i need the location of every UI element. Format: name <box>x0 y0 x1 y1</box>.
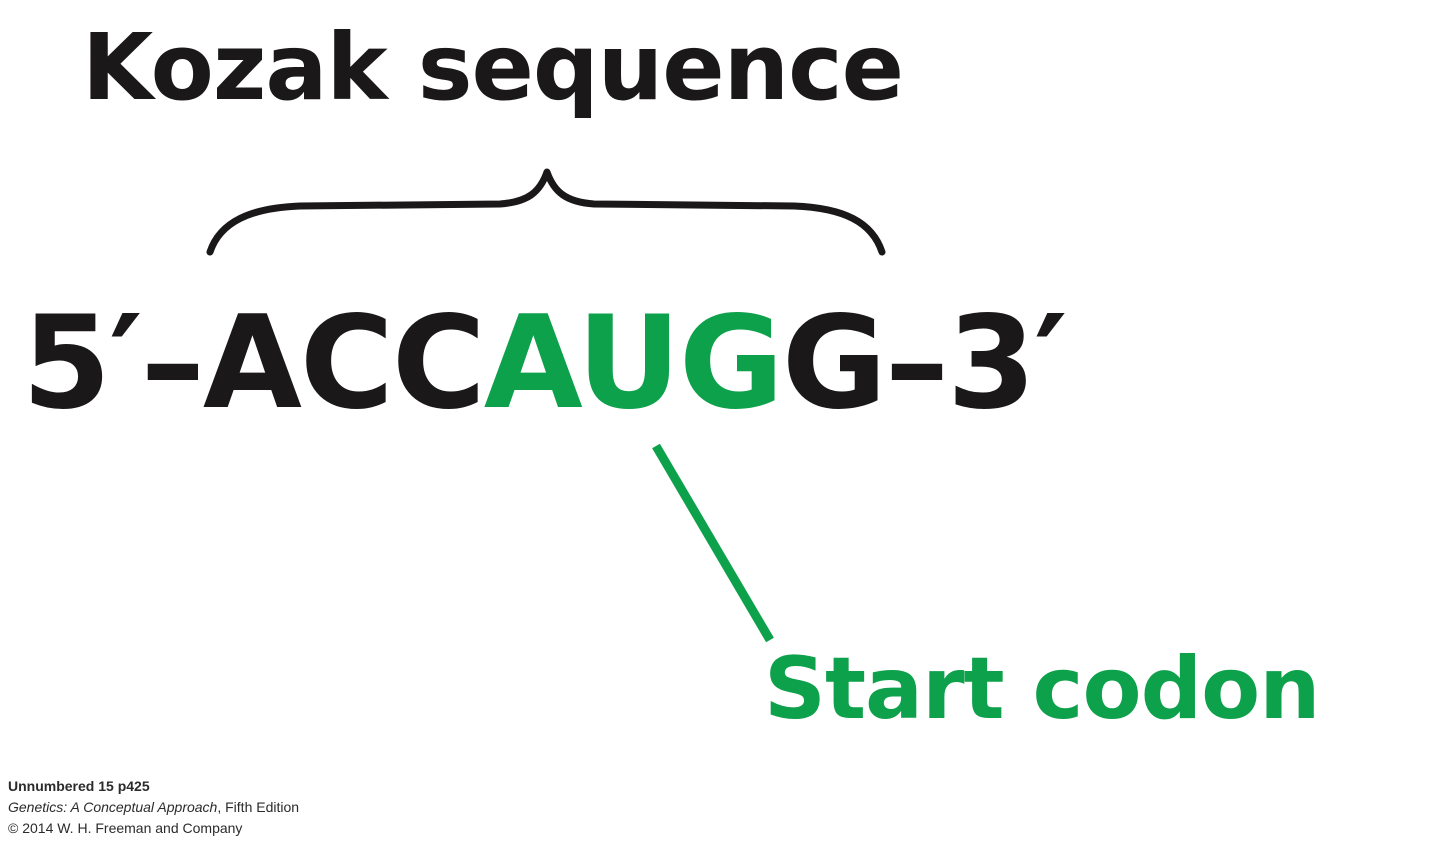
five-prime-end: 5′– <box>22 289 205 438</box>
figure-caption: Unnumbered 15 p425 Genetics: A Conceptua… <box>8 776 299 839</box>
sequence-downstream: G <box>781 289 887 438</box>
sequence-upstream: ACC <box>202 289 486 438</box>
three-prime-end: –3′ <box>884 289 1068 438</box>
diagram-title: Kozak sequence <box>82 14 904 121</box>
book-edition: , Fifth Edition <box>217 799 300 815</box>
curly-brace-shape <box>206 168 886 256</box>
start-codon-label: Start codon <box>764 639 1320 739</box>
book-citation: Genetics: A Conceptual Approach, Fifth E… <box>8 797 299 818</box>
start-codon-pointer-line <box>652 443 774 643</box>
book-title: Genetics: A Conceptual Approach <box>8 799 218 815</box>
start-codon-sequence: AUG <box>483 289 784 438</box>
copyright-notice: © 2014 W. H. Freeman and Company <box>8 820 243 836</box>
mrna-sequence: 5′–ACCAUGG–3′ <box>22 300 1068 428</box>
figure-number: Unnumbered 15 p425 <box>8 778 150 794</box>
